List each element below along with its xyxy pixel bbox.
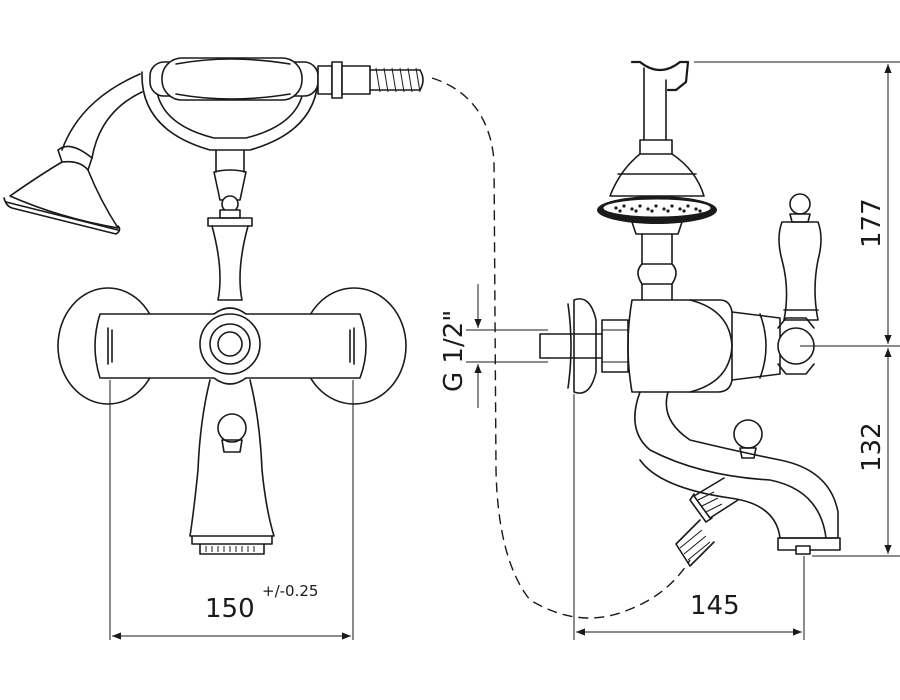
front-handset-cradle (141, 57, 424, 151)
side-body (539, 298, 815, 394)
front-view: 150 +/-0.25 (3, 57, 424, 640)
lower-height-label: 132 (857, 422, 887, 472)
side-shower-head (597, 153, 717, 235)
width-tolerance: +/-0.25 (262, 582, 318, 600)
width-label: 150 (205, 594, 255, 624)
side-lever-handle (778, 193, 822, 321)
depth-dimension: 145 (573, 394, 805, 640)
front-shower-head (3, 73, 143, 235)
front-body (94, 307, 367, 385)
front-stem (207, 149, 253, 301)
depth-label: 145 (690, 591, 740, 621)
height-dimensions: 177 132 (694, 61, 900, 557)
connection-label: G 1/2" (439, 310, 469, 392)
side-spout (634, 391, 841, 567)
side-riser (637, 233, 677, 301)
connection-dimension: G 1/2" (439, 284, 548, 408)
side-view: G 1/2" 177 132 145 (439, 60, 900, 640)
upper-height-label: 177 (857, 198, 887, 248)
side-top-hook (630, 60, 690, 155)
front-spout (189, 379, 275, 555)
hose-path (431, 77, 691, 619)
